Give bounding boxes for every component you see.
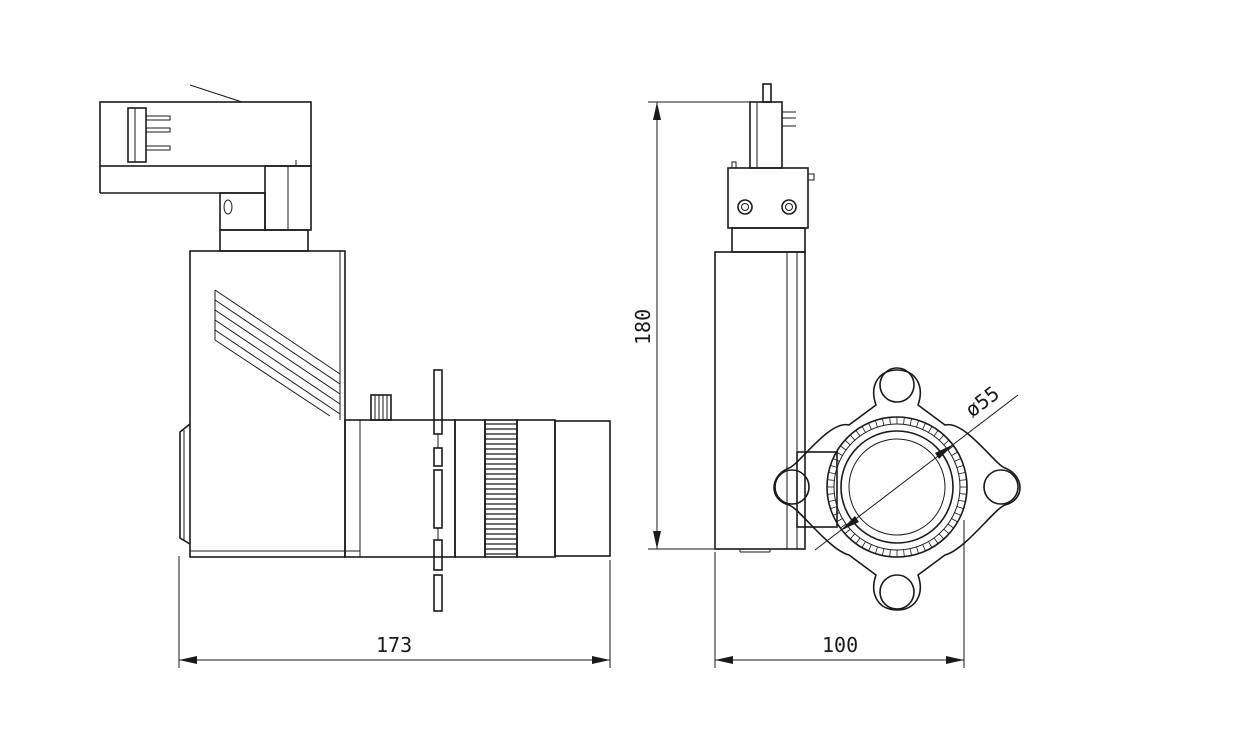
lens-barrel [344,369,611,612]
ring-knurl-tick [844,528,851,535]
ring-knurl-tick [855,537,861,544]
ring-knurl-tick [875,546,878,554]
ring-knurl-tick [916,420,919,428]
lens-front [773,367,1021,611]
focus-ring [484,419,518,558]
ring-knurl-tick [889,549,891,557]
ring-knurl-tick [956,506,964,509]
ring-knurl-tick [849,533,856,540]
ring-knurl-tick [861,426,866,433]
ring-knurl-tick [840,445,847,451]
ring-knurl-tick [832,512,840,516]
front-track-adapter [727,83,815,253]
ring-knurl-tick [951,451,958,456]
height-dimension: 180 [631,101,750,550]
front-view: 180 100 ø55 [631,83,1021,668]
ring-knurl-tick [951,518,958,523]
ring-knurl-tick [954,458,962,462]
ring-knurl-tick [909,418,912,426]
ring-knurl-tick [868,422,872,430]
diameter-dimension-label: ø55 [961,381,1004,422]
ring-knurl-tick [947,445,954,451]
ring-knurl-tick [959,493,967,495]
ring-knurl-tick [928,426,933,433]
ring-knurl-tick [882,418,885,426]
ring-knurl-tick [830,465,838,468]
ring-knurl-tick [922,544,926,552]
ring-knurl-tick [844,439,851,446]
ring-knurl-tick [922,422,926,430]
ring-knurl-tick [954,512,962,516]
ring-knurl-tick [903,549,905,557]
ring-knurl-tick [916,546,919,554]
ring-knurl-tick [849,434,856,441]
ring-knurl-tick [889,417,891,425]
side-view: 173 [99,84,611,668]
ring-knurl-tick [909,548,912,556]
ring-knurl-tick [836,518,843,523]
ring-knurl-tick [830,506,838,509]
ring-knurl-tick [868,544,872,552]
ring-knurl-tick [947,523,954,529]
ring-knurl-tick [832,458,840,462]
ring-knurl-tick [938,434,945,441]
ring-knurl-tick [827,493,835,495]
ring-knurl-tick [828,499,836,502]
ring-knurl-tick [956,465,964,468]
ring-knurl-tick [938,533,945,540]
ring-knurl-tick [836,451,843,456]
vent-slots [214,289,341,417]
ring-knurl-tick [933,430,939,437]
height-dimension-label: 180 [631,309,655,345]
width-dimension: 173 [178,556,611,668]
ring-knurl-tick [875,420,878,428]
ring-knurl-tick [958,499,966,502]
front-width-dimension: 100 [714,520,965,668]
width-dimension-label: 173 [376,633,412,657]
ring-knurl-tick [943,439,950,446]
ring-knurl-tick [840,523,847,529]
ring-knurl-tick [828,472,836,475]
ring-knurl-tick [933,537,939,544]
driver-body [179,250,360,558]
ring-knurl-tick [928,541,933,548]
front-width-dimension-label: 100 [822,633,858,657]
track-adapter [99,84,312,252]
ring-knurl-tick [855,430,861,437]
ring-knurl-tick [861,541,866,548]
ring-knurl-tick [827,479,835,481]
front-body [714,251,838,553]
ring-knurl-tick [903,417,905,425]
ring-knurl-tick [958,472,966,475]
ring-knurl-tick [943,528,950,535]
ring-knurl-tick [959,479,967,481]
ring-knurl-tick [882,548,885,556]
